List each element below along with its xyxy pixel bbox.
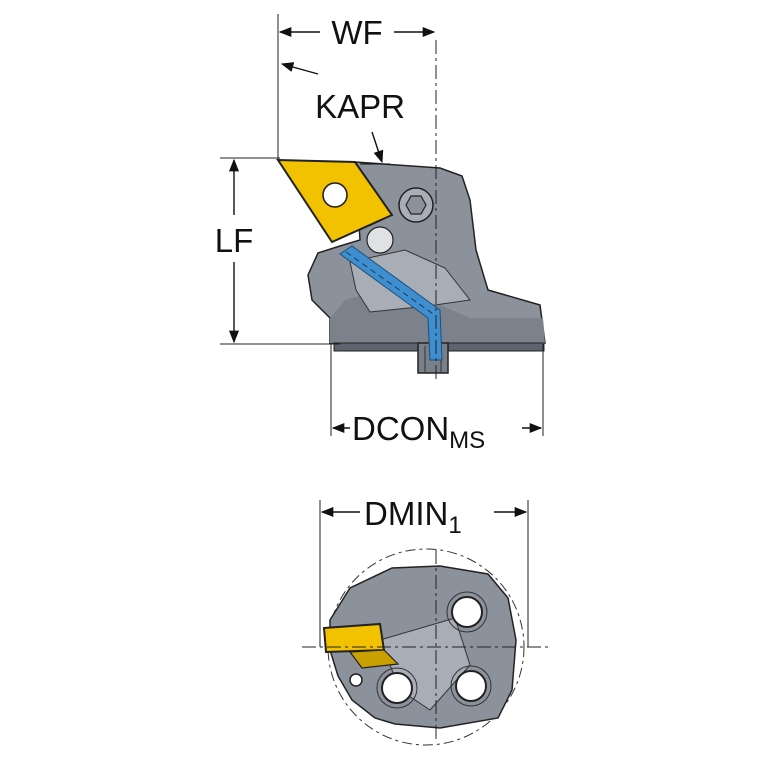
kapr-arrow-2 <box>371 131 384 164</box>
bolt-hole-right <box>455 670 487 702</box>
small-pin <box>349 673 363 687</box>
kapr-arrow-1 <box>280 62 319 75</box>
end-insert <box>322 622 386 654</box>
bolt-hole-right-ring <box>450 665 492 707</box>
bolt-hole-top-ring <box>446 591 488 633</box>
chip-pocket <box>349 249 471 313</box>
bolt-hole-left-ring <box>376 667 418 709</box>
coolant-centerline <box>345 251 437 317</box>
dcon-label-sub: MS <box>449 427 485 454</box>
end-view: DMIN1 <box>302 495 548 746</box>
bolt-hole-top <box>451 596 483 628</box>
dmin-label-sub: 1 <box>448 512 461 539</box>
end-insert-edge <box>348 649 400 669</box>
dcon-label-main: DCON <box>352 410 449 447</box>
dmin-label: DMIN1 <box>364 495 462 539</box>
insert-seat <box>366 226 394 254</box>
insert-hole <box>322 182 348 208</box>
dmin-label-main: DMIN <box>364 495 448 532</box>
lf-label: LF <box>215 222 254 259</box>
side-view: WF KAPR LF DCONMS <box>215 14 546 454</box>
dcon-label: DCONMS <box>352 410 485 454</box>
coolant-channel <box>339 245 443 361</box>
min-bore-circle <box>327 548 525 746</box>
bolt-hole-left <box>381 672 413 704</box>
hex-socket-icon <box>405 195 427 215</box>
wf-label: WF <box>331 14 382 51</box>
kapr-label: KAPR <box>315 88 405 125</box>
